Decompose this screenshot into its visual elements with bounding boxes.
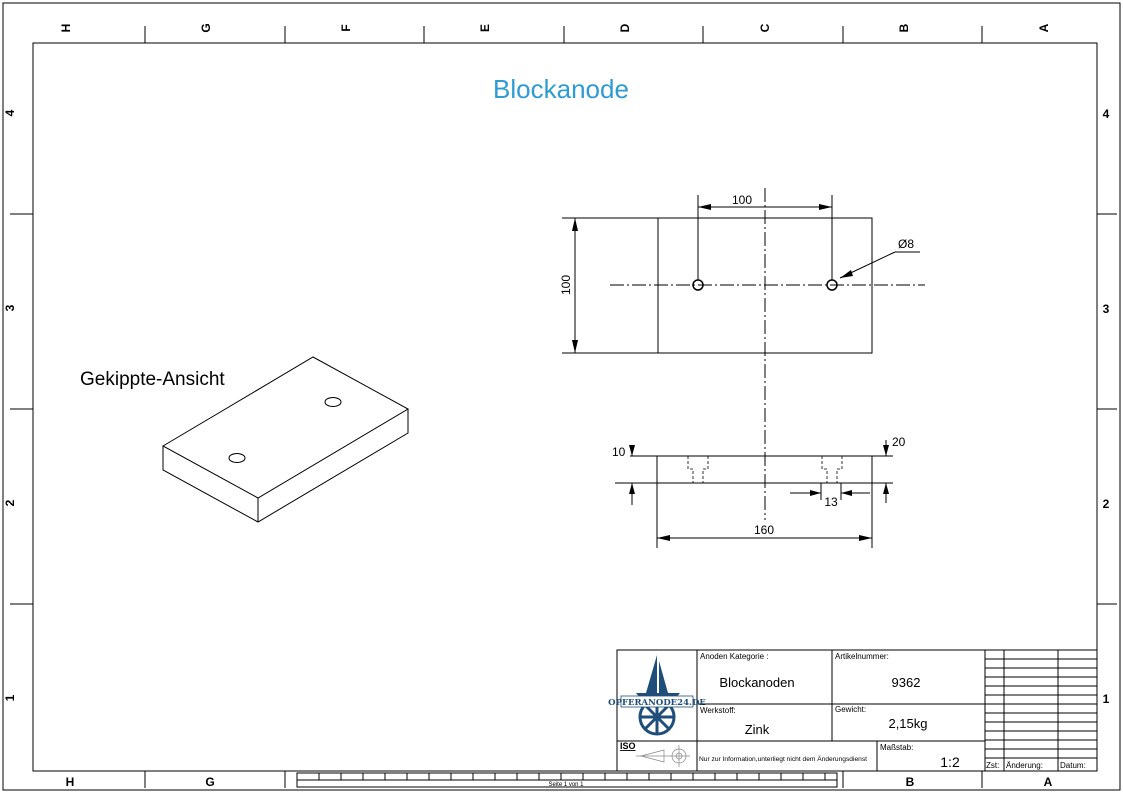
- category-value: Blockanoden: [719, 675, 794, 690]
- material-label: Werkstoff:: [700, 706, 736, 715]
- column-label-top: E: [478, 24, 492, 32]
- side-view-arrows: [629, 445, 889, 541]
- article-label: Artikelnummer:: [835, 652, 889, 661]
- column-label-top: F: [339, 24, 353, 31]
- column-label-bottom: A: [1044, 775, 1053, 789]
- company-logo: OPFERANODE24.DE: [608, 655, 706, 736]
- dimension-thickness-total: 20: [892, 435, 906, 449]
- drawing-title: Blockanode: [493, 74, 629, 104]
- article-value: 9362: [892, 675, 921, 690]
- row-label-right: 4: [1103, 107, 1110, 121]
- scale-value: 1:2: [940, 754, 960, 770]
- column-label-top: C: [758, 23, 772, 32]
- front-view-arrows: [572, 204, 853, 353]
- page-info: Seite 1 von 1: [548, 782, 584, 788]
- disclaimer-note: Nur zur Information,unterliegt nicht dem…: [699, 755, 867, 763]
- iso-block: [161, 356, 410, 523]
- iso-label: ISO: [620, 741, 636, 751]
- dimension-thickness-side: 10: [612, 445, 626, 459]
- scale-label: Maßstab:: [880, 743, 913, 752]
- weight-label: Gewicht:: [835, 705, 866, 714]
- row-label-left: 1: [3, 694, 17, 701]
- row-label-right: 1: [1103, 692, 1110, 706]
- bottom-ruler: [296, 772, 838, 788]
- revision-date-label: Datum:: [1060, 761, 1086, 770]
- column-label-top: D: [618, 23, 632, 32]
- dimension-length: 160: [754, 523, 774, 537]
- row-label-left: 3: [3, 304, 17, 311]
- dimension-counterbore: 13: [824, 495, 838, 509]
- column-label-bottom: B: [906, 775, 915, 789]
- category-label: Anoden Kategorie :: [700, 652, 769, 661]
- column-label-bottom: G: [205, 775, 214, 789]
- material-value: Zink: [745, 722, 770, 737]
- dimension-hole-spacing: 100: [732, 193, 752, 207]
- row-label-left: 2: [3, 499, 17, 506]
- front-view: [562, 188, 925, 520]
- inner-frame: [32, 42, 1098, 772]
- revision-change-label: Änderung:: [1006, 761, 1043, 770]
- dimension-hole-diameter: Ø8: [898, 237, 914, 251]
- revision-zst-label: Zst:: [986, 761, 999, 770]
- row-label-left: 4: [3, 109, 17, 116]
- row-label-right: 2: [1103, 497, 1110, 511]
- sailboat-icon: [636, 655, 680, 699]
- zone-ticks: [10, 26, 1117, 788]
- logo-text: OPFERANODE24.DE: [608, 698, 706, 708]
- column-label-top: A: [1037, 23, 1051, 32]
- weight-value: 2,15kg: [888, 716, 927, 731]
- column-label-top: H: [59, 24, 73, 33]
- iso-view-label: Gekippte-Ansicht: [80, 369, 225, 390]
- projection-symbol-icon: [636, 745, 690, 767]
- dimension-height: 100: [559, 275, 573, 295]
- column-label-bottom: H: [66, 775, 75, 789]
- row-label-right: 3: [1103, 302, 1110, 316]
- column-label-top: B: [897, 23, 911, 32]
- title-block-grid: [616, 649, 1098, 772]
- side-view-hidden-holes: [687, 456, 843, 483]
- column-label-top: G: [199, 23, 213, 32]
